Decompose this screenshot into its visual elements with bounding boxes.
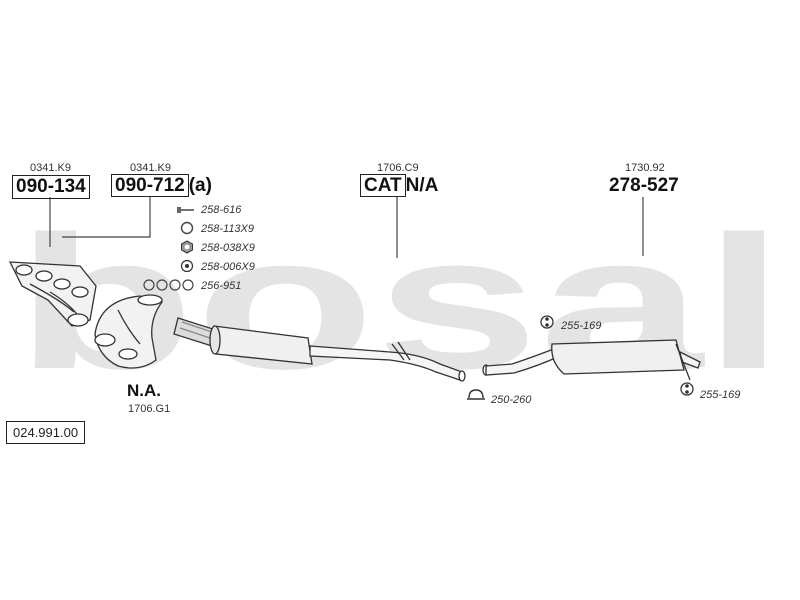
clamp-part-number[interactable]: 250-260: [491, 394, 532, 406]
fitting-part-number[interactable]: 256-951: [201, 280, 242, 292]
manifold-gasket-icon: [143, 279, 194, 291]
rear-muffler-part-number[interactable]: 278-527: [609, 175, 679, 196]
fitting-part-number[interactable]: 258-616: [201, 204, 242, 216]
front-pipe-part-number[interactable]: N.A.: [127, 381, 161, 400]
bolt-icon: [177, 207, 194, 213]
fitting-part-number[interactable]: 258-038X9: [201, 242, 255, 254]
front-pipe-illustration: [94, 294, 164, 369]
ring-gasket-icon: [180, 221, 194, 235]
manifold-2-suffix: (a): [188, 175, 212, 196]
exhaust-manifold-illustration: [8, 261, 97, 327]
rear-muffler-illustration: [482, 339, 701, 381]
document-number: 024.991.00: [6, 421, 86, 444]
leader-manifold-2: [62, 197, 151, 238]
rubber-hanger-icon: [540, 315, 554, 329]
catalyst-part-number[interactable]: CAT: [360, 174, 406, 197]
rubber-hanger-icon: [680, 382, 694, 396]
front-pipe-ref: 1706.G1: [128, 403, 171, 415]
fitting-part-number[interactable]: 258-006X9: [201, 261, 255, 273]
manifold-2-ref: 0341.K9: [130, 162, 171, 174]
hanger-part-number[interactable]: 255-169: [700, 389, 741, 401]
manifold-2-part-number[interactable]: 090-712: [111, 174, 189, 197]
manifold-1-part-number[interactable]: 090-134: [12, 175, 90, 199]
rear-muffler-ref: 1730.92: [625, 162, 665, 174]
washer-icon: [180, 259, 194, 273]
hanger-part-number[interactable]: 255-169: [561, 320, 602, 332]
catalyst-suffix: N/A: [405, 175, 439, 196]
catalyst-ref: 1706.C9: [377, 162, 419, 174]
manifold-2-label: 090-712(a): [111, 174, 212, 197]
catalyst-illustration: [173, 317, 466, 382]
clamp-icon: [467, 389, 485, 400]
fitting-part-number[interactable]: 258-113X9: [201, 223, 255, 235]
manifold-1-ref: 0341.K9: [30, 162, 71, 174]
nut-icon: [181, 240, 193, 254]
